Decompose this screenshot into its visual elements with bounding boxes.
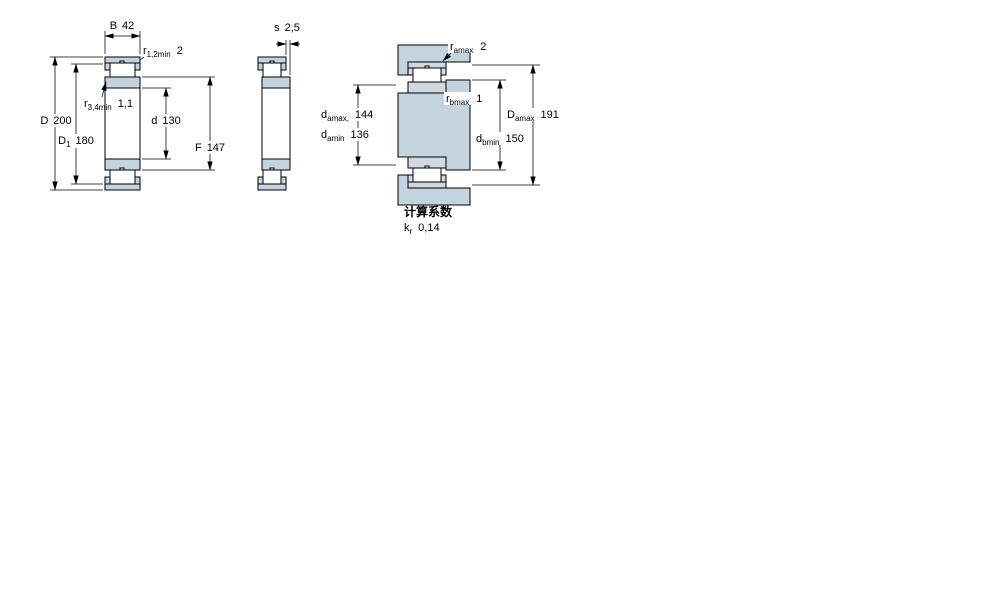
leader-line — [140, 56, 145, 60]
label-background — [448, 40, 496, 53]
outer-ring-flange-right-bottom — [134, 176, 141, 185]
label-background — [40, 114, 72, 127]
inner-ring-bottom — [261, 158, 291, 171]
label-background — [319, 128, 369, 141]
outer-ring-flange-right-bottom — [280, 176, 287, 185]
label-background — [193, 141, 227, 154]
inner-ring-top — [104, 76, 141, 89]
roller-top — [412, 67, 442, 83]
label-background — [474, 132, 528, 145]
roller-top — [109, 62, 136, 78]
inner-ring-top — [407, 81, 447, 94]
label-background — [57, 134, 96, 148]
outer-ring-flange-left-top — [104, 62, 111, 71]
roller-bottom — [262, 169, 282, 185]
leader-line — [101, 81, 107, 98]
outer-ring-flange-right-top — [134, 62, 141, 71]
outer-ring-flange-left-bottom — [407, 174, 414, 183]
outer-ring-flange-left-bottom — [257, 176, 264, 185]
outer-ring-bottom — [257, 183, 287, 191]
outer-ring-bottom — [104, 183, 141, 191]
outer-ring-flange-left-top — [257, 62, 264, 71]
label-background — [150, 114, 182, 127]
outer-ring-flange-right-top — [440, 67, 447, 76]
label-background — [319, 108, 371, 121]
dimension-damax-label: damax,144 — [321, 109, 373, 123]
calculation-factors-heading: 计算系数 — [404, 204, 453, 219]
leader-line — [442, 51, 453, 62]
label-background — [505, 108, 563, 121]
outer-ring-flange-right-top — [280, 62, 287, 71]
outer-ring-flange-right-bottom — [440, 174, 447, 183]
inner-ring-top — [261, 76, 291, 89]
roller-top — [262, 62, 282, 78]
outer-ring-flange-left-top — [407, 67, 414, 76]
roller-bottom — [412, 167, 442, 183]
roller-bottom — [109, 169, 136, 185]
outer-ring-flange-left-bottom — [104, 176, 111, 185]
label-background — [444, 92, 490, 105]
outer-ring-bottom — [407, 181, 447, 189]
